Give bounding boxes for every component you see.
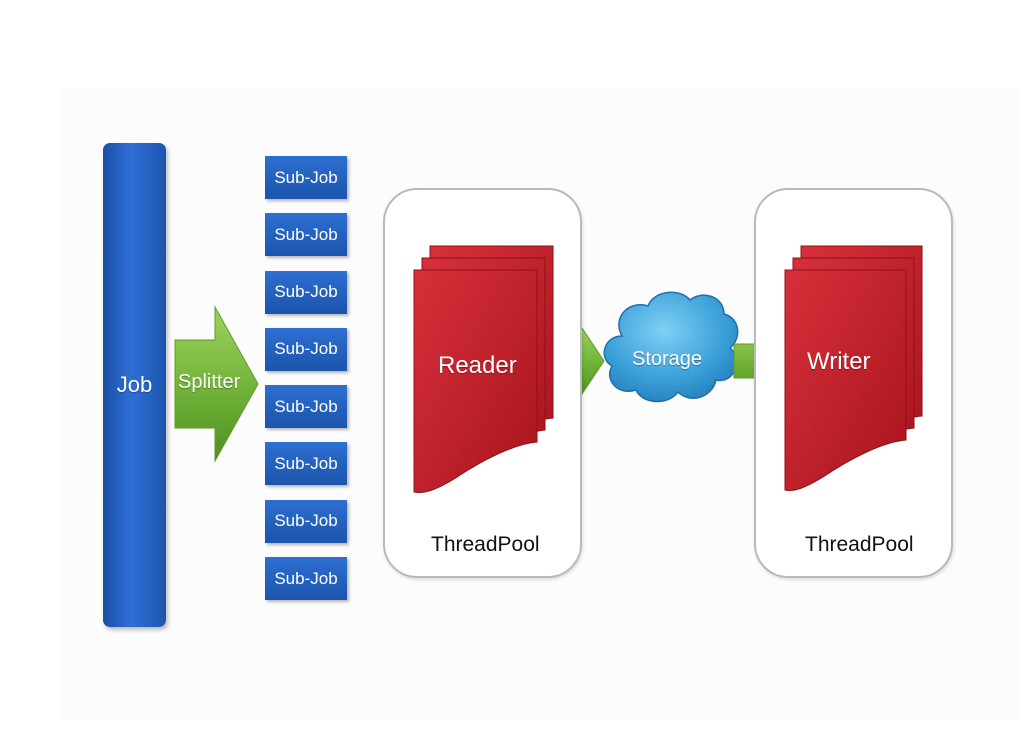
splitter-arrow-icon — [174, 305, 259, 463]
writer-document-stack-icon — [784, 245, 923, 491]
sub-job-box: Sub-Job — [265, 385, 347, 429]
job-label: Job — [116, 372, 153, 397]
sub-job-box: Sub-Job — [265, 270, 347, 314]
sub-job-box: Sub-Job — [265, 327, 347, 371]
reader-label: Reader — [438, 352, 517, 379]
reader-threadpool-label: ThreadPool — [431, 533, 540, 556]
sub-job-box: Sub-Job — [265, 442, 347, 486]
writer-label: Writer — [807, 348, 871, 375]
sub-job-box: Sub-Job — [265, 557, 347, 601]
job-bar: Job — [103, 143, 166, 627]
sub-job-box: Sub-Job — [265, 499, 347, 543]
sub-job-list: Sub-Job Sub-Job Sub-Job Sub-Job Sub-Job … — [265, 156, 347, 614]
sub-job-box: Sub-Job — [265, 156, 347, 199]
reader-document-stack-overlay — [413, 245, 554, 493]
splitter-label: Splitter — [178, 371, 241, 393]
storage-label: Storage — [632, 348, 703, 370]
writer-threadpool-label: ThreadPool — [805, 533, 914, 556]
sub-job-box: Sub-Job — [265, 213, 347, 257]
